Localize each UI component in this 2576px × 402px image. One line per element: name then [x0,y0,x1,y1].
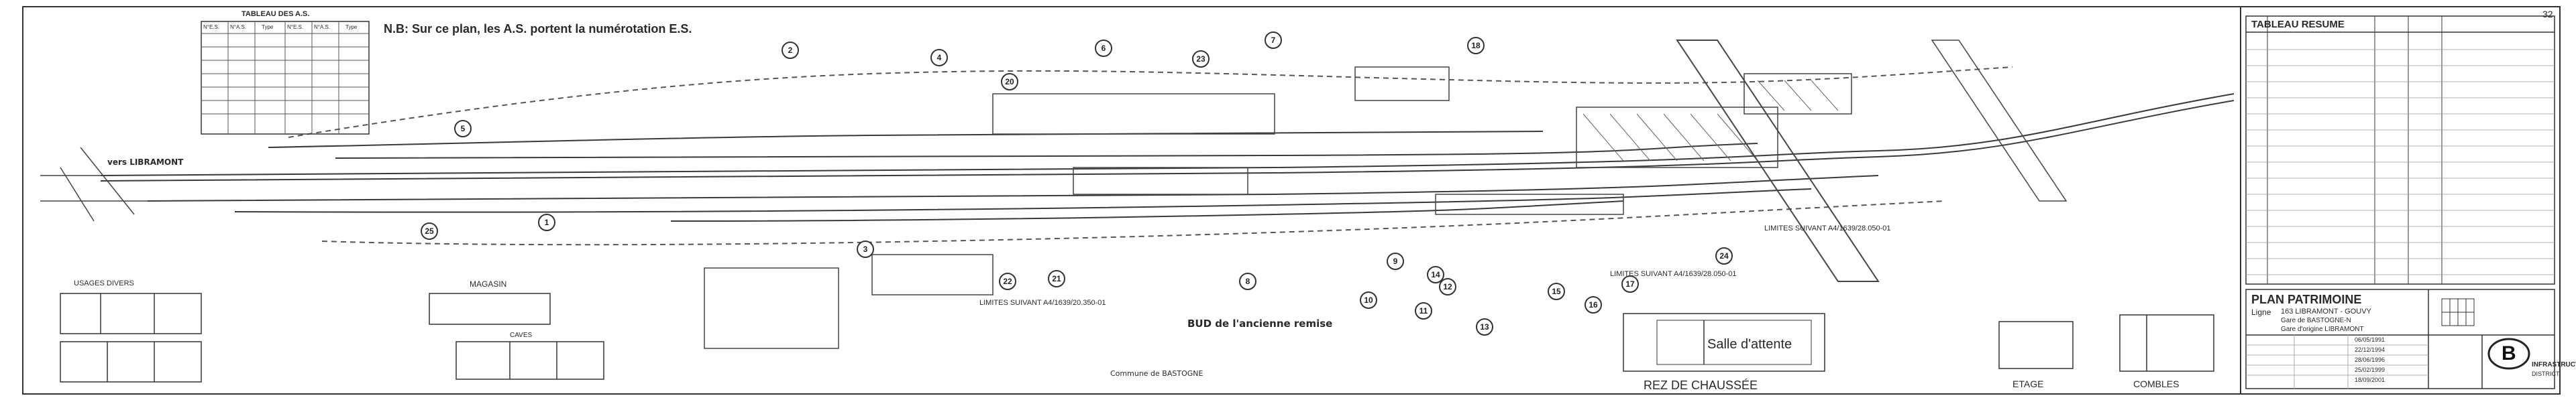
marker-circle: 21 [1048,270,1065,287]
revision-date: 06/05/1991 [2355,336,2385,343]
revision-date: 18/09/2001 [2355,377,2385,383]
ligne-label: Ligne [2251,308,2271,317]
marker-circle: 1 [538,214,555,231]
bud-label: BUD de l'ancienne remise [1187,318,1333,330]
marker-circle: 18 [1467,37,1485,54]
as-table-header: N°E.S. [287,24,304,30]
marker-circle: 23 [1192,50,1210,68]
marker-circle: 2 [782,42,799,59]
revision-date: 22/12/1994 [2355,346,2385,353]
ligne-desc: 163 LIBRAMONT - GOUVY [2281,308,2371,316]
as-table-header: Type [345,24,358,30]
commune-label: Commune de BASTOGNE [1110,369,1203,378]
marker-circle: 12 [1439,278,1456,295]
marker-circle: 6 [1095,40,1112,57]
limites-label-1: LIMITES SUIVANT A4/1639/20.350-01 [979,299,1106,307]
etage-caption: ETAGE [2012,379,2044,389]
plan-title: PLAN PATRIMOINE [2251,293,2362,306]
salle-attente: Salle d'attente [1707,337,1792,352]
infra-label: INFRASTRUCTURE [2532,361,2576,368]
marker-circle: 4 [930,49,948,66]
libramont-label: vers LIBRAMONT [107,157,184,167]
marker-circle: 15 [1548,283,1565,300]
as-table-header: N°A.S. [314,24,331,30]
as-table-header: N°A.S. [230,24,247,30]
as-table-header: Type [262,24,274,30]
revision-date: 25/02/1999 [2355,366,2385,373]
marker-circle: 25 [421,222,438,240]
magasin-caption: MAGASIN [470,279,507,289]
tableau-resume-title: TABLEAU RESUME [2251,19,2345,30]
marker-circle: 3 [857,241,874,258]
marker-circle: 14 [1427,266,1444,283]
infra-sub: DISTRICT [2532,371,2560,377]
top-note: N.B: Sur ce plan, les A.S. portent la nu… [384,22,692,36]
gare-1: Gare de BASTOGNE-N [2281,317,2351,324]
combles-caption: COMBLES [2133,379,2180,389]
usages-caption: USAGES DIVERS [74,279,134,287]
railway-logo: B [2502,342,2516,364]
marker-circle: 24 [1715,247,1733,265]
rez-caption: REZ DE CHAUSSÉE [1644,379,1758,392]
marker-circle: 8 [1239,273,1256,290]
marker-circle: 7 [1265,31,1282,49]
revision-date: 28/06/1996 [2355,356,2385,363]
marker-circle: 10 [1360,291,1377,309]
marker-circle: 9 [1387,253,1404,270]
as-table-title: TABLEAU DES A.S. [241,10,310,18]
as-table-header: N°E.S. [203,24,220,30]
marker-circle: 5 [454,120,472,137]
marker-circle: 16 [1585,296,1602,314]
marker-circle: 11 [1415,302,1432,320]
marker-circle: 20 [1001,73,1018,90]
limites-label-3: LIMITES SUIVANT A4/1639/28.050-01 [1764,224,1891,232]
gare-2: Gare d'origine LIBRAMONT [2281,326,2364,333]
marker-circle: 17 [1621,275,1639,293]
marker-circle: 13 [1476,318,1493,336]
marker-circle: 22 [999,273,1016,290]
limites-label-2: LIMITES SUIVANT A4/1639/28.050-01 [1610,270,1737,278]
caves-caption: CAVES [510,332,533,339]
page-number: 32 [2542,9,2553,19]
